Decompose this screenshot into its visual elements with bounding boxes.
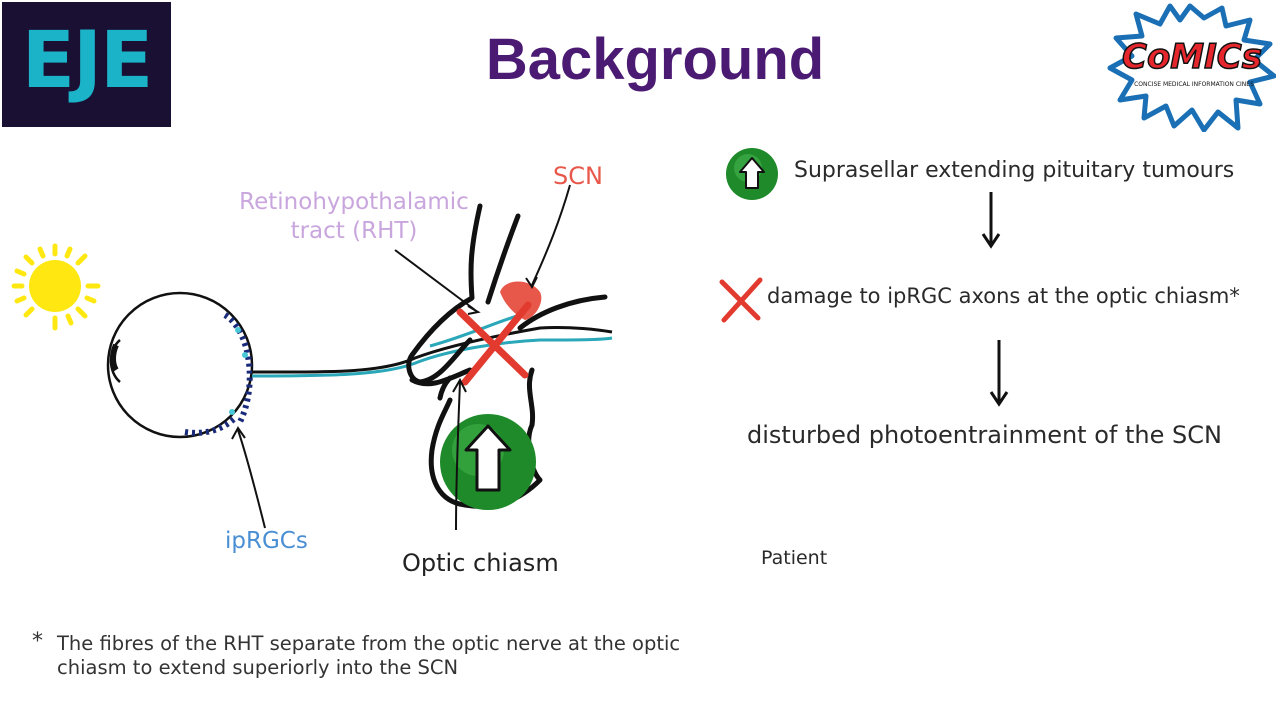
eje-logo: EJE (2, 2, 171, 127)
red-cross-icon (719, 277, 763, 323)
footnote-line-2: chiasm to extend superiorly into the SCN (57, 656, 459, 679)
green-up-arrow-icon (726, 148, 778, 200)
comics-logo-tagline: CONCISE MEDICAL INFORMATION CINES (1134, 81, 1254, 88)
comics-logo: CoMICs CONCISE MEDICAL INFORMATION CINES (1107, 3, 1276, 132)
sun-icon (11, 243, 101, 331)
red-cross-icon (456, 301, 532, 386)
label-iprgcs: ipRGCs (225, 528, 308, 554)
flow-step-tumours: Suprasellar extending pituitary tumours (794, 158, 1235, 183)
flow-step-disturbed-photoentrainment: disturbed photoentrainment of the SCN (747, 421, 1222, 449)
down-arrow-icon (989, 340, 1009, 407)
comics-burst-shape (1107, 3, 1276, 132)
eje-logo-text: EJE (21, 16, 154, 106)
label-optic-chiasm: Optic chiasm (402, 549, 559, 577)
anatomy-diagram (11, 184, 613, 531)
down-arrow-icon (981, 192, 1001, 249)
scn-shape (500, 281, 542, 320)
flow-step-patient-partial: Patient (761, 547, 828, 569)
eye-icon (106, 291, 254, 439)
pointer-lines (231, 184, 571, 531)
footnote-marker: * (32, 629, 43, 654)
label-scn: SCN (553, 162, 603, 190)
green-up-arrow-icon (440, 414, 536, 510)
label-retinohypothalamic-tract: Retinohypothalamic tract (RHT) (239, 189, 469, 244)
footnote-line-1: The fibres of the RHT separate from the … (57, 632, 681, 655)
comics-logo-text: CoMICs (1122, 37, 1262, 77)
flow-step-damage: damage to ipRGC axons at the optic chias… (767, 284, 1240, 308)
optic-nerve (251, 310, 613, 378)
page-title: Background (485, 27, 825, 92)
